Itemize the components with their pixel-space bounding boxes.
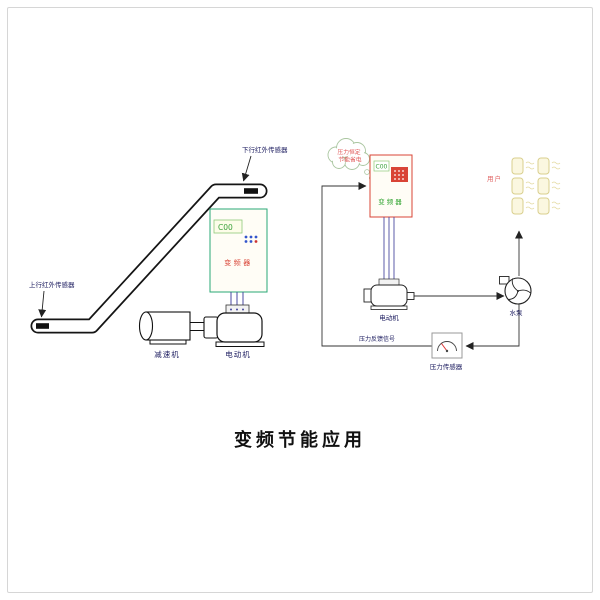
- inverter-right: C00 变频器: [369, 154, 413, 218]
- pump-to-sensor-line: [465, 304, 520, 350]
- motor-left-label: 电动机: [225, 349, 251, 359]
- gauge-dial: [437, 341, 457, 352]
- gauge-needle: [441, 343, 448, 352]
- motor-right-feet: [370, 305, 408, 310]
- cloud-text-line1: 压力恒定: [337, 148, 360, 156]
- motor-left-endcap: [203, 316, 219, 339]
- bottom-sensor-label: 上行红外传感器: [29, 280, 75, 289]
- feedback-signal-label: 压力反馈信号: [359, 335, 395, 343]
- inverter-right-display-text: C00: [376, 164, 388, 171]
- bottom-sensor-leader-arrow: [38, 290, 47, 318]
- inverter-left: C00 变频器: [209, 208, 268, 293]
- motor-left-feet: [215, 341, 265, 347]
- reducer-feet: [149, 339, 187, 345]
- escalator-band-inner: [32, 185, 266, 332]
- sensor-to-inverter-line: [321, 182, 432, 347]
- thought-cloud-icon: 压力恒定 节能省电: [327, 138, 373, 180]
- inverter-left-label: 变频器: [224, 258, 253, 267]
- reducer-label: 减速机: [154, 349, 180, 359]
- inverter-right-label: 变频器: [378, 197, 404, 206]
- inverter-right-display: [373, 160, 390, 172]
- pump-blades: [507, 278, 531, 300]
- inverter-motor-wires-right: [383, 217, 395, 280]
- top-sensor-leader-arrow: [241, 155, 252, 182]
- motor-shaft: [188, 322, 206, 331]
- cloud-text-line2: 节能省电: [338, 156, 361, 164]
- pump-icon: [499, 276, 532, 305]
- motor-right-body: [370, 284, 408, 307]
- pressure-sensor-box: [431, 332, 463, 359]
- inverter-motor-wires-left: [230, 292, 244, 306]
- motor-right-label: 电动机: [379, 313, 399, 322]
- diagram-title: 变频节能应用: [234, 430, 366, 451]
- pump-inlet: [499, 276, 510, 285]
- motor-left-body: [216, 312, 263, 343]
- pressure-sensor-icon: [431, 332, 463, 359]
- pump-label: 水泵: [510, 308, 524, 317]
- infrared-sensor-bottom-icon: [36, 323, 49, 329]
- reducer-body: [145, 311, 191, 341]
- inverter-left-keypad-icon: [244, 235, 258, 243]
- pressure-sensor-label: 压力传感器: [430, 362, 463, 371]
- motor-right-icon: [363, 278, 415, 310]
- users-label: 用户: [487, 174, 502, 183]
- infrared-sensor-top-icon: [244, 188, 258, 194]
- users-radiators-icon: [511, 157, 561, 215]
- reducer-icon: [138, 311, 191, 345]
- reducer-end: [138, 311, 154, 341]
- top-sensor-label: 下行红外传感器: [242, 145, 288, 154]
- escalator-diagram: 下行红外传感器 上行红外传感器 C00 变频器: [29, 145, 288, 359]
- inverter-left-display-text: C00: [218, 223, 233, 232]
- inverter-left-display: [213, 219, 243, 234]
- pump-diagram: 压力反馈信号 压力恒定 节能省电: [321, 138, 561, 371]
- motor-left-icon: [188, 304, 265, 347]
